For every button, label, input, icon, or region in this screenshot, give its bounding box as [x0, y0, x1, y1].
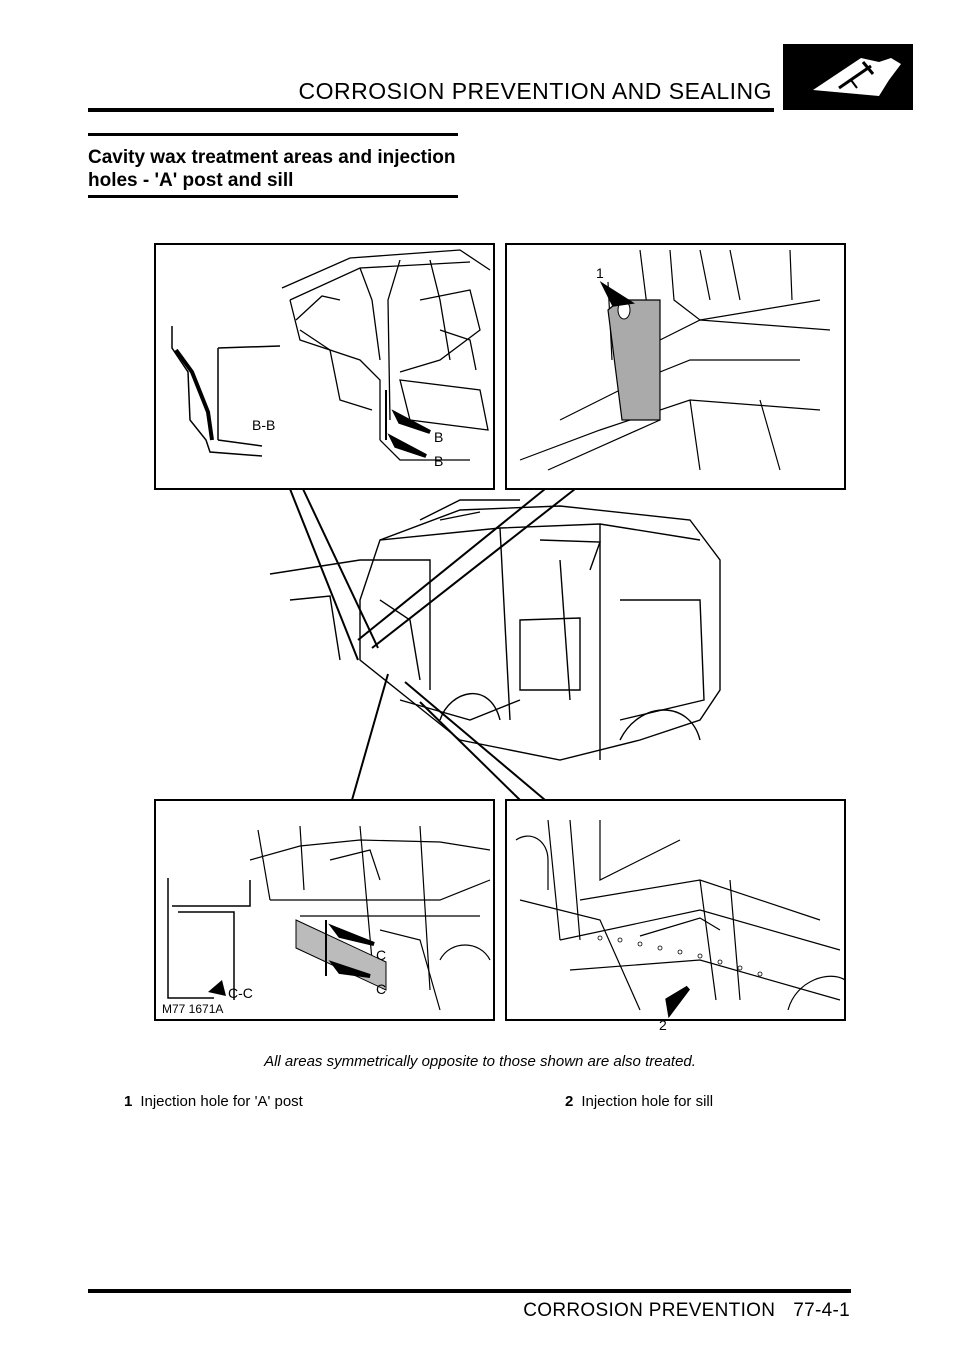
connector-lines: [289, 488, 576, 801]
page-header-title: CORROSION PREVENTION AND SEALING: [298, 78, 772, 104]
label-cc: C-C: [228, 985, 253, 1001]
body-shell-diagram: B-B B B 1: [154, 243, 846, 1033]
legend-number: 2: [565, 1093, 574, 1110]
footer-section: CORROSION PREVENTION: [523, 1300, 776, 1321]
detail-panel-1: 1: [505, 243, 846, 490]
page-number: 77-4-1: [793, 1300, 850, 1321]
legend-text: Injection hole for sill: [581, 1093, 714, 1110]
label-b-upper: B: [434, 429, 443, 445]
section-rule-top: [88, 133, 458, 136]
label-b-lower: B: [434, 453, 443, 469]
footer-rule: [88, 1289, 851, 1293]
header-logo: [783, 44, 913, 110]
label-1: 1: [596, 265, 604, 281]
legend-number: 1: [124, 1093, 133, 1110]
header-rule: [88, 108, 774, 112]
label-2: 2: [659, 1017, 667, 1033]
figure-reference: M77 1671A: [162, 1002, 223, 1016]
detail-panel-c: C C C-C M77 1671A: [154, 799, 495, 1021]
label-c-upper: C: [376, 947, 386, 963]
wing-logo-icon: [813, 58, 901, 96]
detail-panel-b: B-B B B: [154, 243, 495, 490]
label-bb: B-B: [252, 417, 275, 433]
legend-item-2: 2 Injection hole for sill: [565, 1093, 713, 1110]
detail-panel-2: 2: [505, 799, 846, 1033]
page-footer: CORROSION PREVENTION 77-4-1: [505, 1300, 850, 1322]
body-shell: [269, 499, 721, 761]
section-rule-bottom: [88, 195, 458, 198]
label-c-lower: C: [376, 981, 386, 997]
legend-text: Injection hole for 'A' post: [140, 1093, 303, 1110]
legend-item-1: 1 Injection hole for 'A' post: [124, 1093, 303, 1110]
section-title: Cavity wax treatment areas and injection…: [88, 147, 456, 191]
figure-caption: All areas symmetrically opposite to thos…: [264, 1053, 696, 1070]
